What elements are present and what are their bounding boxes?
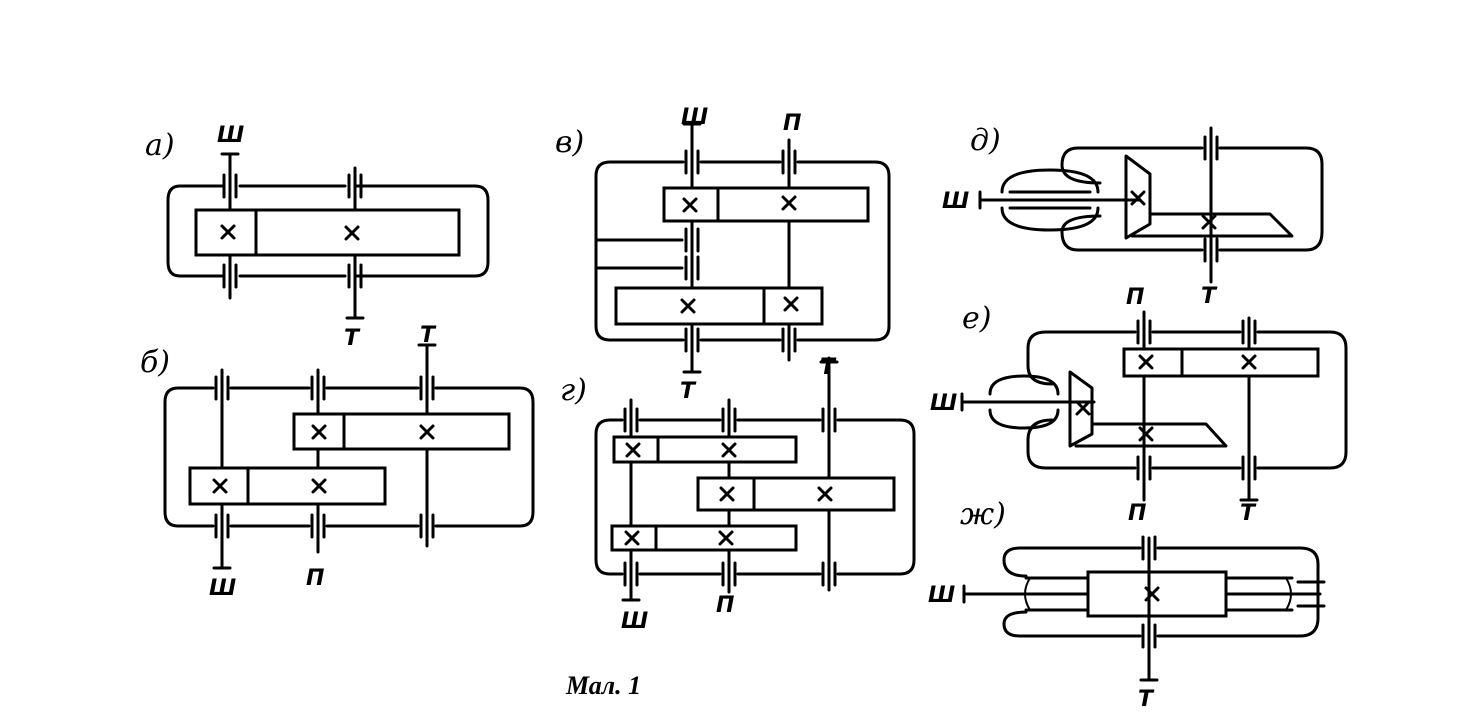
symbol-input: Ш — [621, 609, 648, 634]
scheme-zh: ж) Ш Т — [928, 497, 1326, 712]
bearing-cap — [1000, 168, 1100, 194]
scheme-zh-label: ж) — [960, 497, 1006, 532]
pinion-cyl — [1122, 347, 1184, 378]
symbol-output: Т — [1138, 687, 1155, 712]
symbol-input: Ш — [928, 583, 955, 608]
bevel-pinion — [1068, 370, 1094, 448]
housing-left — [594, 418, 624, 576]
symbol-input: Ш — [209, 576, 236, 601]
bevel-gear — [1074, 422, 1228, 448]
scheme-e-label: е) — [962, 301, 991, 336]
housing-left — [163, 386, 215, 528]
symbol-output: Т — [1240, 501, 1257, 526]
symbol-intermediate: П — [716, 593, 734, 618]
scheme-b: б) Ш П Т — [140, 323, 535, 601]
gear-wheel — [254, 208, 461, 257]
scheme-d: д) Ш Т — [942, 123, 1324, 309]
scheme-a-label: а) — [145, 128, 175, 163]
bearing-cap — [988, 374, 1060, 396]
symbol-intermediate: П — [1126, 285, 1144, 310]
scheme-v-label: в) — [555, 125, 584, 160]
pinion-stage2 — [292, 412, 346, 451]
gear-stage1 — [246, 466, 387, 506]
housing-right — [796, 160, 891, 342]
housing-right — [836, 418, 916, 576]
symbol-output: Т — [344, 326, 361, 351]
symbol-input: Ш — [681, 105, 708, 130]
gear-stage1 — [716, 186, 870, 223]
worm — [1024, 576, 1092, 612]
symbol-output: Т — [420, 323, 437, 348]
symbol-input: Ш — [217, 123, 244, 148]
gear-top — [656, 435, 798, 464]
housing-right — [1218, 146, 1324, 252]
worm-wheel — [1086, 570, 1228, 618]
housing-right — [1256, 330, 1348, 470]
symbol-output: Т — [1201, 284, 1218, 309]
figure-caption: Мал. 1 — [565, 671, 641, 700]
symbol-output: Т — [820, 355, 837, 380]
scheme-g-label: г) — [560, 373, 587, 408]
housing-left — [594, 160, 685, 342]
scheme-e: е) Ш П П Т — [930, 285, 1348, 526]
symbol-intermediate-bottom: П — [1128, 501, 1146, 526]
symbol-intermediate: П — [306, 566, 324, 591]
symbol-intermediate: П — [783, 111, 801, 136]
symbol-output: Т — [680, 379, 697, 404]
symbol-input: Ш — [942, 189, 969, 214]
pinion-top — [612, 435, 660, 464]
scheme-g: г) Ш П Т — [560, 355, 916, 634]
scheme-d-label: д) — [970, 123, 1001, 158]
bevel-pinion — [1124, 154, 1152, 240]
housing-right — [1156, 546, 1320, 638]
scheme-v: в) Ш П Т — [555, 105, 891, 404]
scheme-a: а) Ш Т — [145, 123, 490, 351]
housing-right — [353, 184, 490, 278]
scheme-b-label: б) — [140, 345, 170, 380]
housing-left — [166, 184, 224, 278]
symbol-input: Ш — [930, 391, 957, 416]
housing-right — [434, 386, 535, 528]
